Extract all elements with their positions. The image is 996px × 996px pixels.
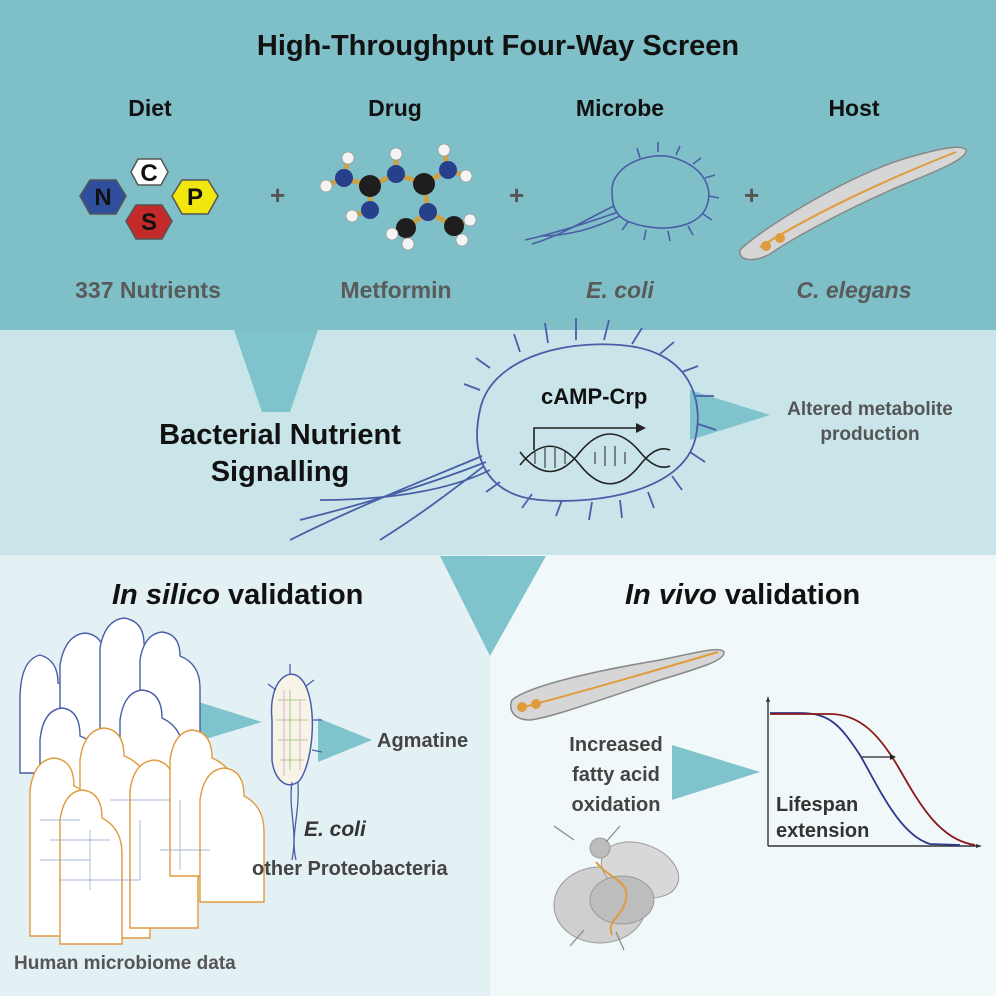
microbe-subtitle: E. coli — [586, 277, 654, 303]
metabolite-output-line1: Altered metabolite — [787, 399, 953, 420]
survival-curve-control — [770, 712, 961, 846]
c-elegans-top — [739, 146, 967, 261]
regulator-label: cAMP-Crp — [541, 384, 648, 409]
microbe-heading: Microbe — [575, 95, 665, 121]
proteobacteria-label: other Proteobacteria — [252, 858, 448, 880]
hexagon-S — [125, 204, 173, 240]
fatty-acid-label: Increased fatty acid oxidation — [548, 730, 684, 820]
plus-sign-2: + — [509, 180, 525, 210]
host-heading: Host — [828, 95, 880, 121]
fatty-acid-line1: Increased — [569, 734, 663, 756]
in-silico-title-emphasis: In silico — [112, 579, 220, 611]
human-silhouettes — [19, 617, 265, 945]
e-coli-small — [524, 142, 720, 245]
arrow-ecoli-to-agmatine — [318, 718, 372, 762]
e-coli-metabolic — [267, 664, 323, 861]
screen-panel — [0, 0, 996, 330]
drosophila — [553, 825, 680, 951]
arrow-screen-to-signalling — [234, 330, 318, 412]
survival-curve-treated — [770, 713, 976, 846]
diet-subtitle: 337 Nutrients — [75, 277, 221, 303]
hexagon-S-label: S — [141, 209, 157, 236]
e-coli-label: E. coli — [304, 818, 366, 841]
diet-heading: Diet — [128, 95, 172, 121]
screen-title: High-Throughput Four-Way Screen — [256, 30, 740, 62]
e-coli-large — [289, 318, 717, 541]
arrow-to-survival — [672, 745, 760, 800]
microbiome-data-label: Human microbiome data — [14, 953, 236, 974]
drug-subtitle: Metformin — [340, 277, 452, 303]
fatty-acid-line3: oxidation — [571, 794, 661, 816]
metabolite-output: Altered metabolite production — [760, 397, 980, 447]
signalling-panel — [0, 330, 996, 555]
plus-sign-3: + — [744, 180, 760, 210]
in-silico-title: In silico validation — [112, 579, 363, 612]
lifespan-line1: Lifespan — [776, 794, 859, 816]
host-subtitle: C. elegans — [796, 277, 912, 303]
survival-plot — [766, 696, 982, 848]
drug-heading: Drug — [368, 95, 422, 121]
hexagon-C-label: C — [140, 160, 157, 187]
c-elegans-bottom — [510, 648, 725, 721]
hexagon-P-label: P — [187, 184, 203, 211]
in-vivo-title-rest: validation — [716, 579, 861, 611]
hexagon-N-label: N — [94, 184, 111, 211]
lifespan-label: Lifespan extension — [776, 792, 869, 844]
metformin-molecule — [319, 143, 477, 251]
hexagon-N — [79, 179, 127, 215]
agmatine-label: Agmatine — [377, 730, 469, 752]
lifespan-line2: extension — [776, 820, 870, 842]
nutrient-hexagons: C N P S — [79, 158, 219, 240]
in-silico-title-rest: validation — [219, 579, 364, 611]
fatty-acid-line2: fatty acid — [572, 764, 660, 786]
signalling-title: Bacterial Nutrient Signalling — [120, 417, 440, 491]
in-vivo-title: In vivo validation — [625, 579, 860, 612]
metabolite-output-line2: production — [820, 424, 920, 445]
signalling-title-line2: Signalling — [210, 456, 350, 488]
hexagon-C — [130, 158, 169, 186]
arrow-signalling-to-validation — [440, 556, 546, 656]
arrow-to-agmatine — [186, 698, 262, 745]
arrow-to-metabolite — [690, 390, 770, 440]
hexagon-P — [171, 179, 219, 215]
signalling-title-line1: Bacterial Nutrient — [159, 419, 401, 451]
plus-sign-1: + — [270, 180, 286, 210]
in-vivo-title-emphasis: In vivo — [625, 579, 717, 611]
